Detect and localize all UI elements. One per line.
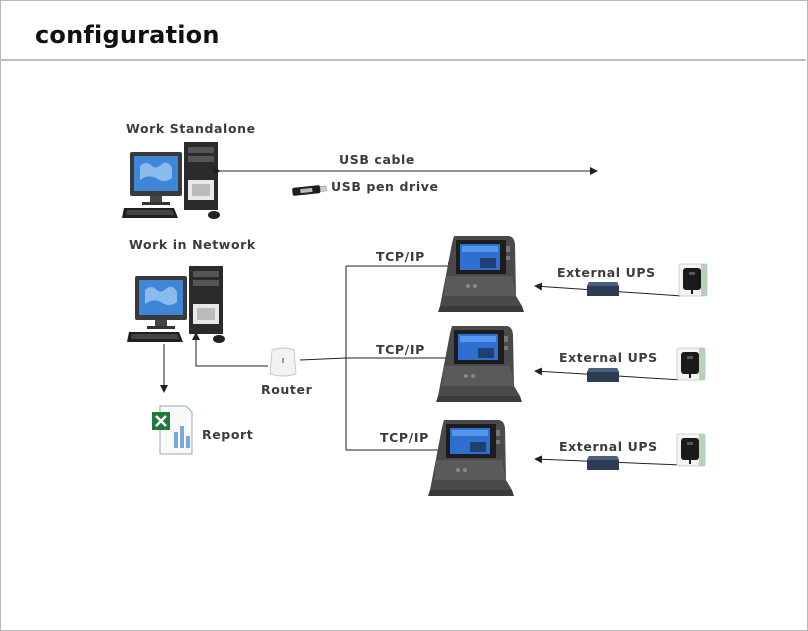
usb-pen-drive-label: USB pen drive xyxy=(331,179,439,194)
router-to-trunk-line xyxy=(299,357,347,361)
power-socket-3-icon xyxy=(676,433,706,467)
terminal-device-3-icon xyxy=(428,420,514,496)
ups-box-3-icon xyxy=(587,456,619,470)
standalone-computer-icon xyxy=(122,142,220,219)
report-label: Report xyxy=(202,427,254,442)
tcp-label-3: TCP/IP xyxy=(380,430,429,445)
ups-label-2: External UPS xyxy=(559,350,658,365)
usb-pen-drive-icon xyxy=(292,185,327,196)
ups-box-2-icon xyxy=(587,368,619,382)
router-label: Router xyxy=(261,382,313,397)
terminal-device-2-icon xyxy=(436,326,522,402)
network-label: Work in Network xyxy=(129,237,256,252)
excel-report-icon xyxy=(152,405,193,455)
network-computer-icon xyxy=(127,266,225,343)
header: configuration xyxy=(0,0,806,61)
router-to-pc-arrow xyxy=(192,332,268,367)
power-socket-2-icon xyxy=(676,347,706,381)
tcp-label-2: TCP/IP xyxy=(376,342,425,357)
ups-box-1-icon xyxy=(587,282,619,296)
ups-label-3: External UPS xyxy=(559,439,658,454)
page-title: configuration xyxy=(35,21,220,49)
tcp-label-1: TCP/IP xyxy=(376,249,425,264)
usb-cable-label: USB cable xyxy=(339,152,415,167)
power-socket-1-icon xyxy=(678,263,708,297)
standalone-label: Work Standalone xyxy=(126,121,256,136)
router-icon xyxy=(269,347,297,377)
ups-label-1: External UPS xyxy=(557,265,656,280)
terminal-device-1-icon xyxy=(438,236,524,312)
